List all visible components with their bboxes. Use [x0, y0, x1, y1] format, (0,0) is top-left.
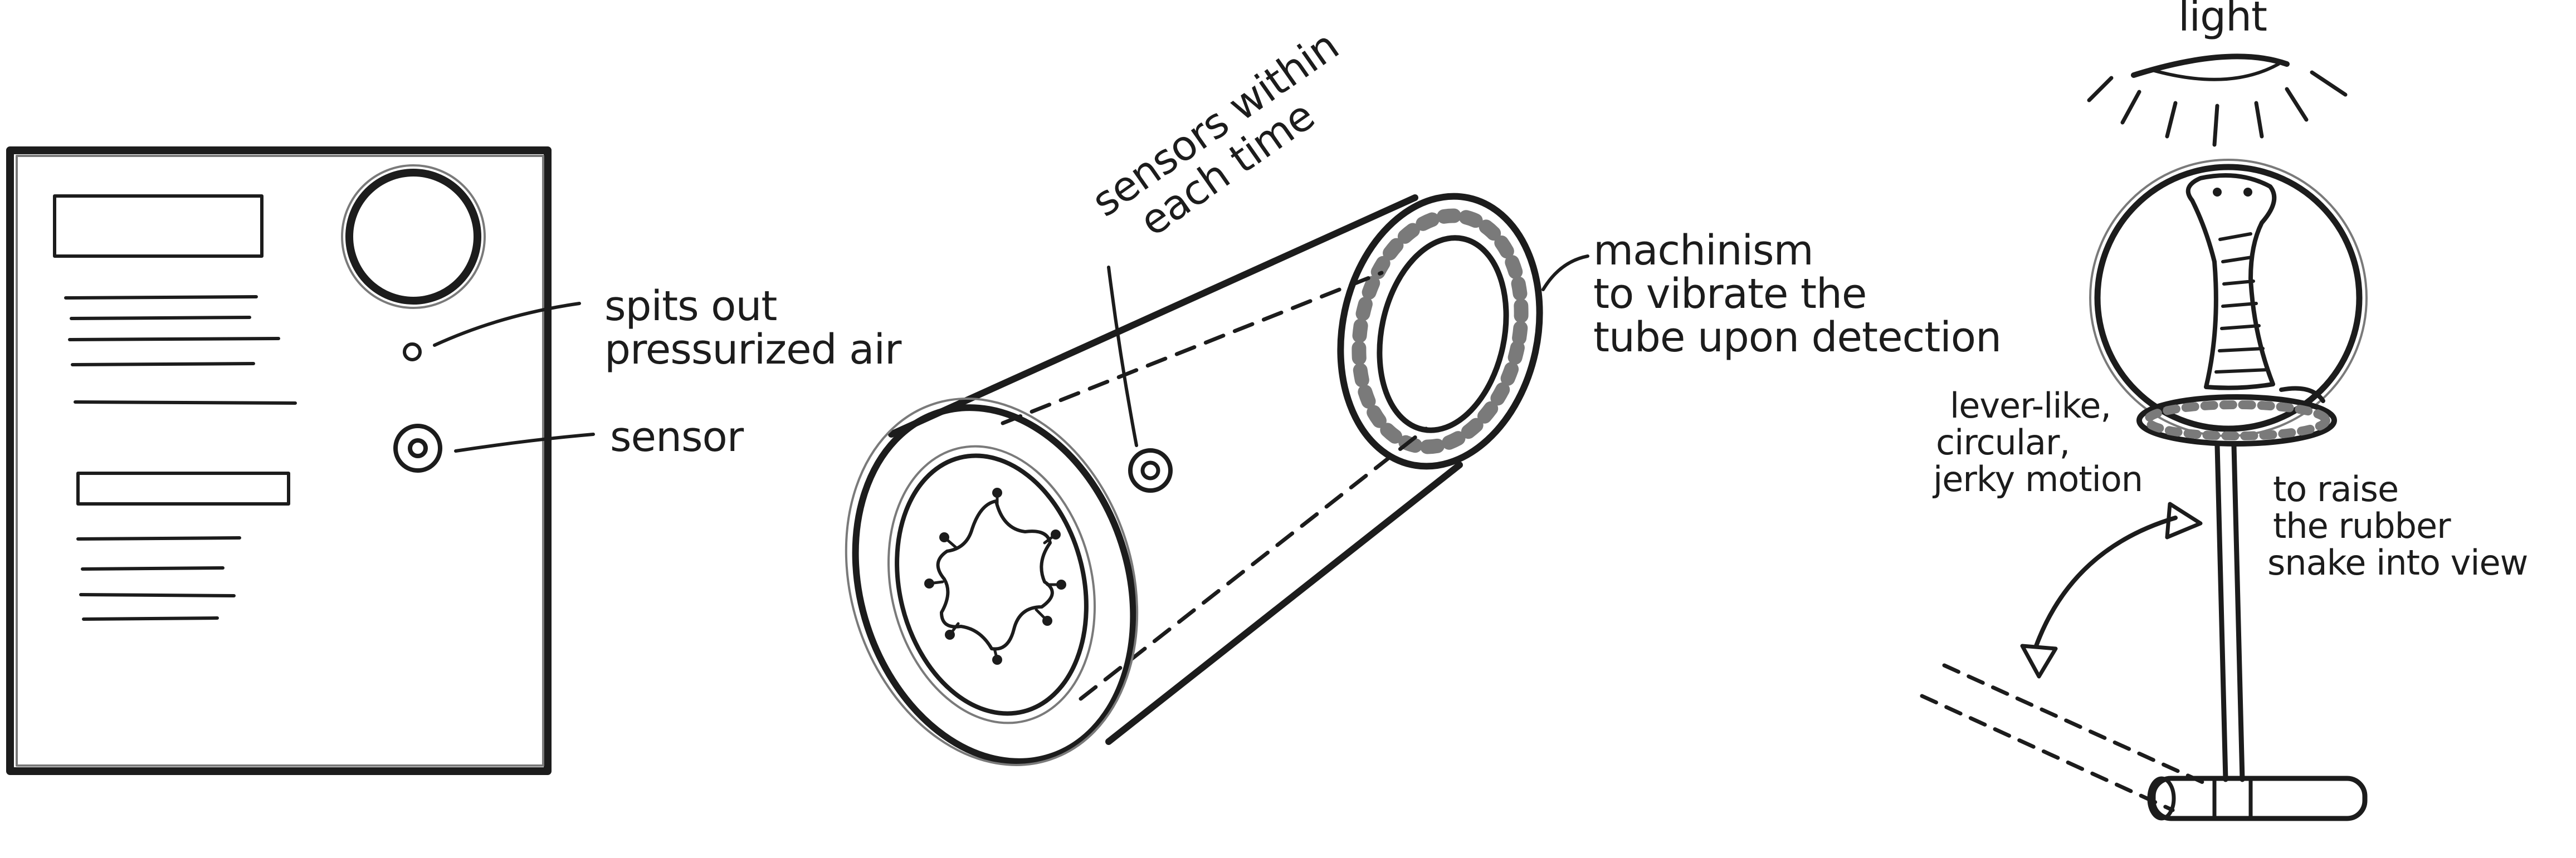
tube-sensor	[1128, 448, 1173, 493]
air-outlet-hole	[403, 342, 422, 361]
rubber-snake	[2136, 173, 2337, 447]
vibration-ring	[1337, 193, 1543, 470]
panel-text-lines-1	[64, 295, 297, 405]
tube-sensors-label: sensors within each time	[1084, 14, 1383, 262]
panel-sensor	[393, 424, 442, 473]
mechanism-leader	[1541, 254, 1589, 291]
mechanism-label: machinism to vibrate the tube upon detec…	[1593, 227, 2001, 361]
panel-text-box-1	[53, 194, 264, 258]
tube-near-end	[845, 398, 1139, 766]
light-label: light	[2178, 0, 2267, 41]
tube-device	[845, 193, 1589, 766]
lever-motion-label: lever-like, circular, jerky motion	[1932, 385, 2143, 499]
air-outlet-label: spits out pressurized air	[604, 282, 902, 374]
lever-handle	[2147, 776, 2368, 821]
light-fixture	[2087, 53, 2348, 147]
sensor-label: sensor	[610, 413, 744, 461]
raise-snake-label: to raise the rubber snake into view	[2267, 469, 2528, 583]
wall-panel	[6, 146, 595, 775]
panel-circle	[345, 169, 481, 305]
tube-nozzle-star	[924, 488, 1066, 665]
tube-sensor-leader	[1107, 266, 1138, 447]
air-outlet-leader	[433, 302, 581, 347]
lever-rod	[2214, 443, 2245, 782]
panel-text-box-2	[76, 472, 290, 506]
panel-text-lines-2	[76, 536, 241, 621]
motion-arrow	[2020, 502, 2203, 679]
lever-shaft-dashed	[1920, 663, 2211, 812]
sensor-leader	[454, 433, 595, 453]
